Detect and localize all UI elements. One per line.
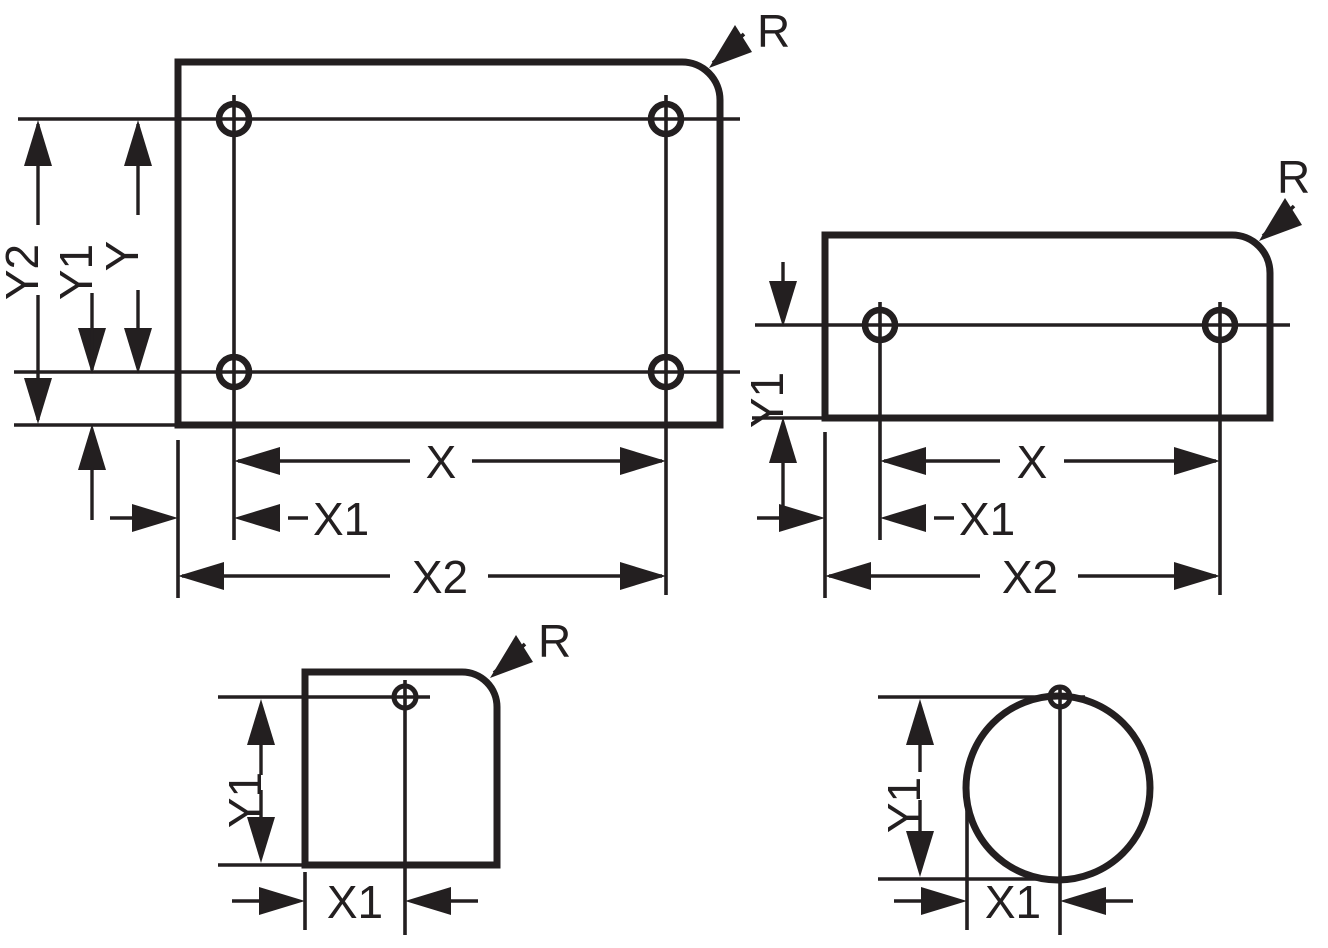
label-r: R [757, 5, 790, 57]
plate-outline [174, 58, 724, 429]
view-round-single-hole: Y1 X1 [878, 684, 1154, 935]
hole-top-right [647, 100, 685, 138]
y1-arrowhead-up [769, 417, 797, 463]
x-arrowhead-right [620, 447, 666, 475]
y1-arrowhead-top [906, 699, 934, 745]
r-arrowhead [1259, 198, 1302, 241]
dimension-y: Y [96, 120, 152, 374]
label-y2: Y2 [0, 244, 48, 300]
x1-arrowhead-right [880, 504, 926, 532]
hole-bottom-left [215, 353, 253, 391]
x-arrowhead-left [234, 447, 280, 475]
hole-top-left [215, 100, 253, 138]
dimension-x1: X1 [232, 876, 478, 928]
r-arrowhead [709, 25, 752, 68]
dimension-x2: X2 [825, 551, 1220, 603]
hole-right [1201, 306, 1239, 344]
radius-callout-r: R [490, 615, 571, 678]
label-y1: Y1 [878, 777, 930, 833]
radius-callout-r: R [709, 5, 790, 68]
label-y: Y [96, 241, 148, 272]
dimension-x2: X2 [178, 551, 666, 603]
label-y1: Y1 [50, 244, 102, 300]
label-r: R [538, 615, 571, 667]
y1-arrowhead-bottom [247, 817, 275, 863]
hole [1047, 684, 1073, 710]
label-x1: X1 [313, 493, 369, 545]
view-wide-two-hole: R Y1 X [741, 151, 1310, 603]
label-y1: Y1 [219, 772, 271, 828]
view-small-single-hole: R Y1 X1 [218, 615, 571, 935]
x1-arrowhead-left [779, 504, 825, 532]
label-r: R [1277, 151, 1310, 203]
y2-arrowhead-top [24, 120, 52, 166]
dimension-y1: Y1 [878, 699, 934, 877]
x-arrowhead-right [1174, 447, 1220, 475]
dimension-x1: X1 [894, 876, 1133, 928]
label-x: X [1017, 436, 1048, 488]
r-arrowhead [490, 635, 533, 678]
x1-arrowhead-left [259, 887, 305, 915]
dimension-y1: Y1 [50, 244, 106, 520]
label-x2: X2 [412, 551, 468, 603]
label-x: X [426, 436, 457, 488]
dimension-x1: X1 [110, 493, 369, 545]
y1-arrowhead-bottom [906, 831, 934, 877]
y1-arrowhead-top [247, 699, 275, 745]
y2-arrowhead-bottom [24, 378, 52, 424]
x2-arrowhead-right [1174, 562, 1220, 590]
hole-bottom-right [647, 353, 685, 391]
dimension-y2: Y2 [0, 120, 52, 424]
x-arrowhead-left [880, 447, 926, 475]
x2-arrowhead-left [825, 562, 871, 590]
y1-arrowhead-up [78, 424, 106, 470]
dimension-y1: Y1 [219, 699, 275, 863]
x1-arrowhead-left [921, 887, 967, 915]
label-y1: Y1 [741, 372, 793, 428]
dimension-y1: Y1 [741, 262, 797, 512]
x1-arrowhead-right [234, 504, 280, 532]
y-arrowhead-bottom [124, 328, 152, 374]
label-x1: X1 [985, 876, 1041, 928]
view-rectangular-four-hole: R Y2 Y1 [0, 5, 790, 603]
label-x2: X2 [1002, 551, 1058, 603]
label-x1: X1 [959, 493, 1015, 545]
dimension-x: X [880, 436, 1220, 488]
plate-outline [301, 668, 501, 869]
x2-arrowhead-left [178, 562, 224, 590]
dimension-x: X [234, 436, 666, 488]
plate-outline [821, 231, 1274, 422]
x2-arrowhead-right [620, 562, 666, 590]
radius-callout-r: R [1259, 151, 1310, 241]
y-arrowhead-top [124, 120, 152, 166]
hole [391, 683, 419, 711]
dimension-x1: X1 [757, 493, 1015, 545]
x1-arrowhead-right [1060, 887, 1106, 915]
plate-outline-circle [962, 692, 1154, 884]
label-x1: X1 [327, 876, 383, 928]
y1-arrowhead-down [769, 281, 797, 327]
x1-arrowhead-right [405, 887, 451, 915]
hole-left [861, 306, 899, 344]
x1-arrowhead-left [132, 504, 178, 532]
